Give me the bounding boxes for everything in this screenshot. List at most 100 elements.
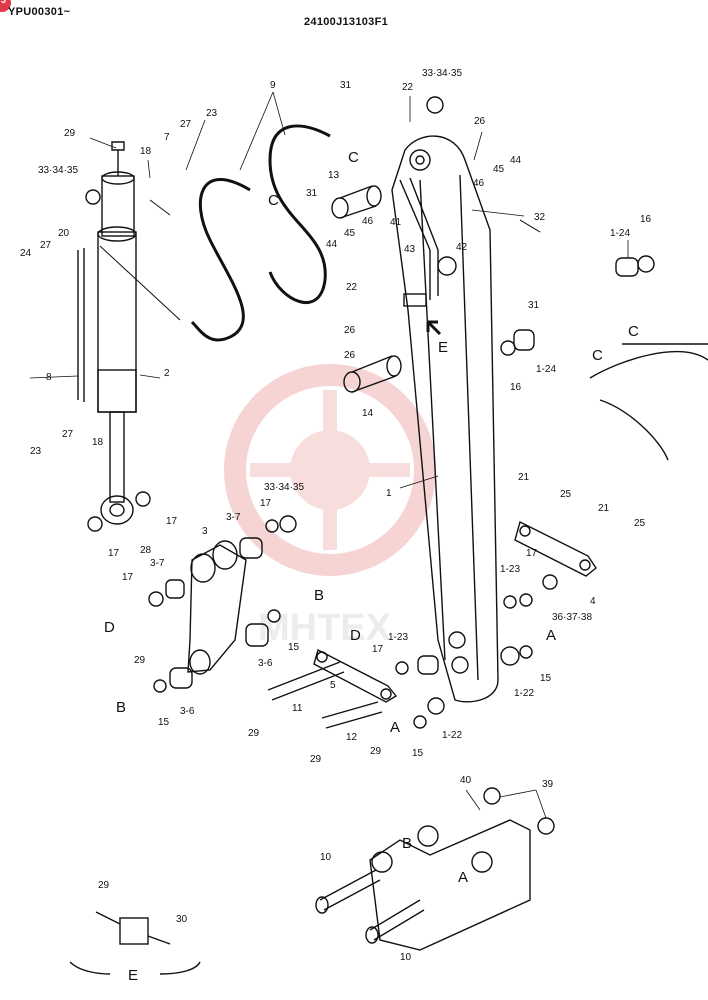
label-23: 23 — [206, 108, 218, 119]
label-13: 13 — [328, 170, 340, 181]
arm-body — [391, 135, 499, 703]
label-29: 29 — [134, 655, 146, 666]
page-badge-number: 3 — [1, 0, 7, 5]
label-1-24: 1-24 — [536, 364, 556, 375]
callout-C: C — [592, 347, 603, 364]
label-33-34-35: 33·34·35 — [422, 68, 462, 79]
label-9: 9 — [270, 80, 276, 91]
label-17: 17 — [260, 498, 272, 509]
label-7: 7 — [164, 132, 170, 143]
label-29: 29 — [64, 128, 76, 139]
arm-cylinder — [97, 141, 137, 525]
label-29: 29 — [310, 754, 322, 765]
arrow-icon — [426, 320, 442, 336]
label-31: 31 — [528, 300, 540, 311]
label-2: 2 — [164, 368, 170, 379]
label-21: 21 — [598, 503, 610, 514]
label-45: 45 — [493, 164, 505, 175]
label-29: 29 — [98, 880, 110, 891]
pin-14 — [343, 355, 402, 393]
label-46: 46 — [473, 178, 485, 189]
label-1-22: 1-22 — [514, 688, 534, 699]
detail-e-label: E — [128, 967, 138, 984]
label-26: 26 — [344, 350, 356, 361]
part-labels: 31 9 22 33·34·35 29 18 7 27 23 33·34·35 … — [20, 68, 652, 963]
label-17: 17 — [108, 548, 120, 559]
callout-A: A — [458, 869, 468, 886]
plate-8 — [77, 248, 85, 402]
label-1-23: 1-23 — [388, 632, 408, 643]
label-45: 45 — [344, 228, 356, 239]
label-33-34-35: 33·34·35 — [38, 165, 78, 176]
label-27: 27 — [180, 119, 192, 130]
label-1-23: 1-23 — [500, 564, 520, 575]
label-39: 39 — [542, 779, 554, 790]
label-23: 23 — [30, 446, 42, 457]
bushing-1-24-top — [615, 257, 639, 277]
detail-e — [69, 911, 201, 975]
washer-17-left2 — [148, 591, 164, 607]
label-46: 46 — [362, 216, 374, 227]
label-28: 28 — [140, 545, 152, 556]
callout-E: E — [438, 339, 448, 356]
label-22: 22 — [346, 282, 358, 293]
washer-15-right — [519, 645, 533, 659]
label-17: 17 — [166, 516, 178, 527]
label-27: 27 — [62, 429, 74, 440]
bucket-top-edge — [589, 343, 708, 461]
washer-17-mid — [265, 519, 279, 533]
label-12: 12 — [346, 732, 358, 743]
label-43: 43 — [404, 244, 416, 255]
page-badge: 3 — [0, 0, 11, 12]
label-29: 29 — [248, 728, 260, 739]
bushing-3-7-b — [239, 537, 263, 559]
callout-C: C — [348, 149, 359, 166]
pin-12 — [321, 701, 383, 729]
ring-39-a — [483, 787, 501, 805]
callout-B: B — [402, 835, 412, 852]
washer-15-low — [413, 715, 427, 729]
washer-17-right2 — [519, 593, 533, 607]
label-22: 22 — [402, 82, 414, 93]
label-5: 5 — [330, 680, 336, 691]
washer-15-mid — [267, 609, 281, 623]
bushing-1-23-mid — [417, 655, 439, 675]
label-3-7: 3-7 — [150, 558, 165, 569]
label-32: 32 — [534, 212, 546, 223]
label-17: 17 — [372, 644, 384, 655]
label-31: 31 — [306, 188, 318, 199]
label-15: 15 — [158, 717, 170, 728]
label-10: 10 — [400, 952, 412, 963]
leader-lines — [29, 91, 629, 819]
serial-number: YPU00301~ — [8, 6, 71, 18]
label-44: 44 — [510, 155, 522, 166]
label-41: 41 — [390, 217, 402, 228]
label-36-37-38: 36·37·38 — [552, 612, 592, 623]
label-10: 10 — [320, 852, 332, 863]
label-25: 25 — [634, 518, 646, 529]
link-3 — [187, 540, 247, 675]
label-29: 29 — [370, 746, 382, 757]
label-15: 15 — [412, 748, 424, 759]
label-3-7: 3-7 — [226, 512, 241, 523]
label-3-6: 3-6 — [258, 658, 273, 669]
label-44: 44 — [326, 239, 338, 250]
washer-33-top — [426, 96, 444, 114]
label-20: 20 — [58, 228, 70, 239]
label-25: 25 — [560, 489, 572, 500]
label-3-6: 3-6 — [180, 706, 195, 717]
label-17: 17 — [122, 572, 134, 583]
label-30: 30 — [176, 914, 188, 925]
label-26: 26 — [474, 116, 486, 127]
label-40: 40 — [460, 775, 472, 786]
label-15: 15 — [540, 673, 552, 684]
label-3: 3 — [202, 526, 208, 537]
callout-B: B — [116, 699, 126, 716]
washer-17-left — [87, 516, 103, 532]
label-16: 16 — [640, 214, 652, 225]
watermark-logo — [224, 364, 436, 576]
label-1-24: 1-24 — [610, 228, 630, 239]
bushing-3-6-a — [245, 623, 269, 647]
washer-16-top — [637, 255, 655, 273]
